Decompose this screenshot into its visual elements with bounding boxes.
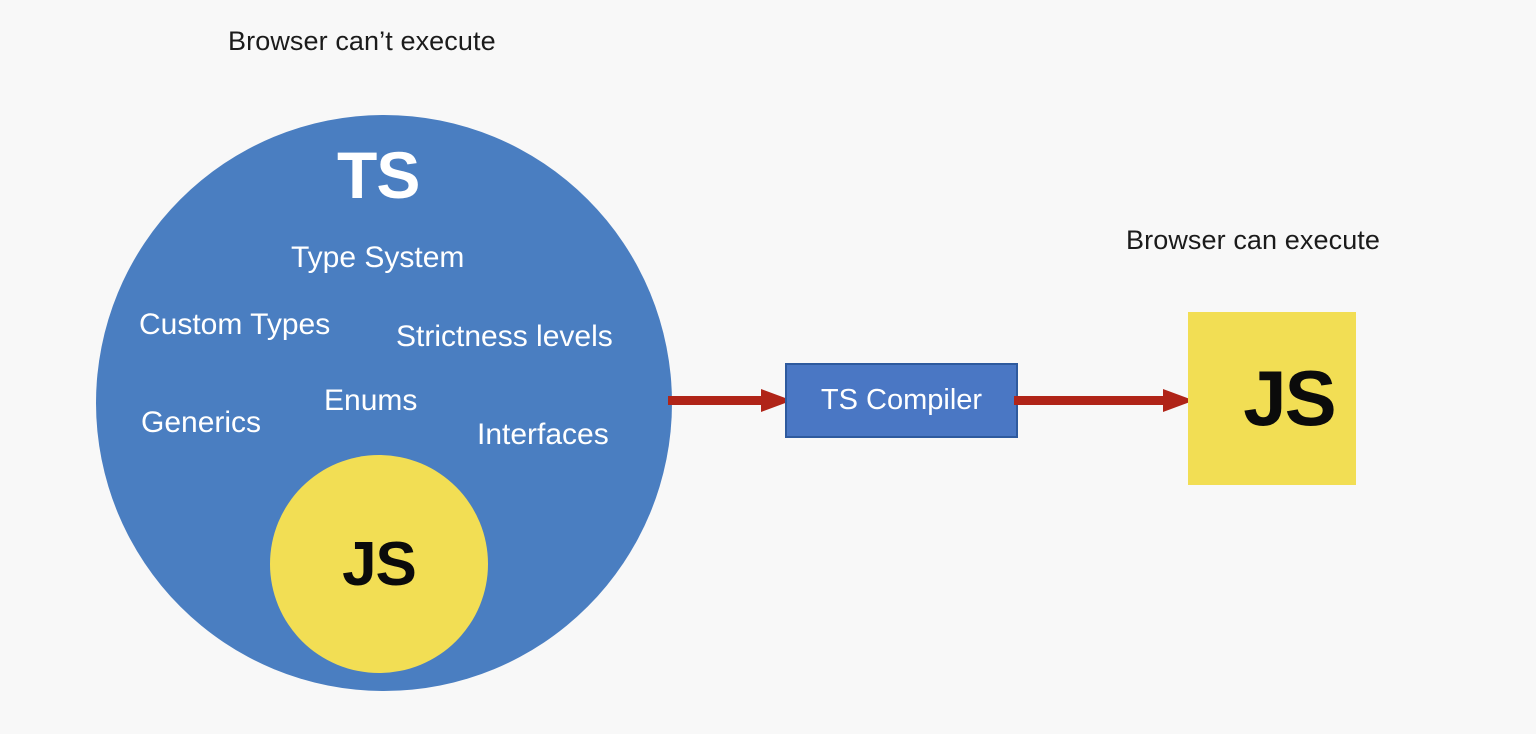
javascript-inner-circle: JS <box>270 455 488 673</box>
feature-label-enums: Enums <box>324 384 418 417</box>
javascript-output-square: JS <box>1188 312 1356 485</box>
feature-label-type-system: Type System <box>291 241 465 274</box>
ts-compiler-box[interactable]: TS Compiler <box>785 363 1018 438</box>
typescript-title: TS <box>337 138 420 212</box>
javascript-output-label: JS <box>1243 354 1336 442</box>
arrow-ts-to-compiler <box>668 385 792 415</box>
feature-label-interfaces: Interfaces <box>477 418 609 451</box>
arrow-compiler-to-js <box>1014 385 1194 415</box>
browser-cannot-execute-caption: Browser can’t execute <box>228 26 496 56</box>
javascript-inner-label: JS <box>342 529 417 599</box>
browser-can-execute-caption: Browser can execute <box>1126 225 1381 255</box>
ts-compiler-label: TS Compiler <box>820 384 983 416</box>
feature-label-generics: Generics <box>141 406 262 439</box>
feature-label-strictness-levels: Strictness levels <box>396 320 613 353</box>
feature-label-custom-types: Custom Types <box>139 308 331 341</box>
